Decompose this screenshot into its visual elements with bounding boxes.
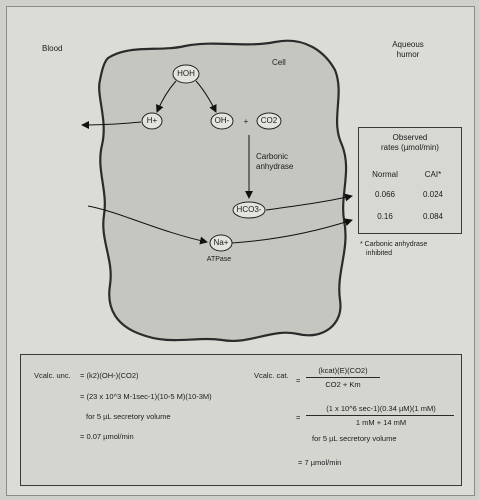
v-cat-frac1-num: (kcat)(E)(CO2) <box>318 366 368 375</box>
rates-header-cai: CAI* <box>424 170 442 179</box>
calculation-box <box>20 354 462 486</box>
cell-label: Cell <box>272 58 286 67</box>
v-cat-frac2-num: (1 x 10^6 sec-1)(0.34 µM)(1 mM) <box>326 404 436 413</box>
v-cat-eq4: = 7 µmol/min <box>298 458 342 467</box>
arrow-h-to-blood <box>81 120 142 129</box>
arrow-na-to-aqueous <box>231 218 353 244</box>
aqueous-label: Aqueous <box>392 40 424 49</box>
co2-label: CO2 <box>260 116 278 125</box>
oh-minus-circle <box>210 112 234 130</box>
v-cat-frac2-den: 1 mM + 14 mM <box>355 418 407 427</box>
v-cat-label: Vcalc. cat. <box>254 371 289 380</box>
v-cat-eq3: for 5 µL secretory volume <box>312 434 397 443</box>
v-uncat-label: Vcalc. unc. <box>34 371 71 380</box>
hco3-circle <box>232 201 266 219</box>
observed-rates-box <box>358 127 462 234</box>
rates-row2-cai: 0.084 <box>422 212 444 221</box>
arrow-na-from-blood <box>87 205 208 245</box>
v-uncat-eq2: = (23 x 10^3 M-1sec-1)(10-5 M)(10-3M) <box>80 392 212 401</box>
blood-label: Blood <box>42 44 63 53</box>
humor-label: humor <box>396 50 420 59</box>
anhydrase-label: anhydrase <box>256 162 294 171</box>
rates-header-normal: Normal <box>372 170 398 179</box>
rates-title-2: rates (µmol/min) <box>381 143 439 152</box>
v-cat-frac1-den: CO2 + Km <box>325 380 361 389</box>
hoh-label: HOH <box>177 69 195 78</box>
rates-row1-cai: 0.024 <box>422 190 444 199</box>
v-uncat-eq4: = 0.07 µmol/min <box>80 432 134 441</box>
arrow-hco3-to-aqueous <box>265 193 353 211</box>
plus-sign: + <box>243 117 249 126</box>
hco3-label: HCO3- <box>236 205 262 214</box>
v-cat-frac1-bar <box>306 377 380 378</box>
arrow-hoh-to-oh <box>195 80 217 113</box>
v-cat-equals-1: = <box>296 376 301 385</box>
atpase-label: ATPase <box>206 256 232 263</box>
carbonic-label: Carbonic <box>256 152 289 161</box>
v-uncat-eq3: for 5 µL secretory volume <box>86 412 171 421</box>
hoh-circle <box>172 64 200 84</box>
rates-title-1: Observed <box>392 133 428 142</box>
v-uncat-eq1: = (k2)(OH-)(CO2) <box>80 371 139 380</box>
rates-row2-normal: 0.16 <box>377 212 393 221</box>
h-plus-label: H+ <box>146 116 158 125</box>
rates-footnote-2: inhibited <box>366 250 393 257</box>
arrow-hoh-to-h <box>156 80 177 113</box>
v-cat-equals-2: = <box>296 413 301 422</box>
v-cat-frac2-bar <box>306 415 454 416</box>
oh-minus-label: OH- <box>214 116 230 125</box>
na-plus-label: Na+ <box>213 238 229 247</box>
rates-row1-normal: 0.066 <box>374 190 396 199</box>
co2-circle <box>256 112 282 130</box>
cell-membrane <box>98 39 348 342</box>
rates-footnote-1: * Carbonic anhydrase <box>360 241 428 248</box>
h-plus-circle <box>141 112 163 130</box>
